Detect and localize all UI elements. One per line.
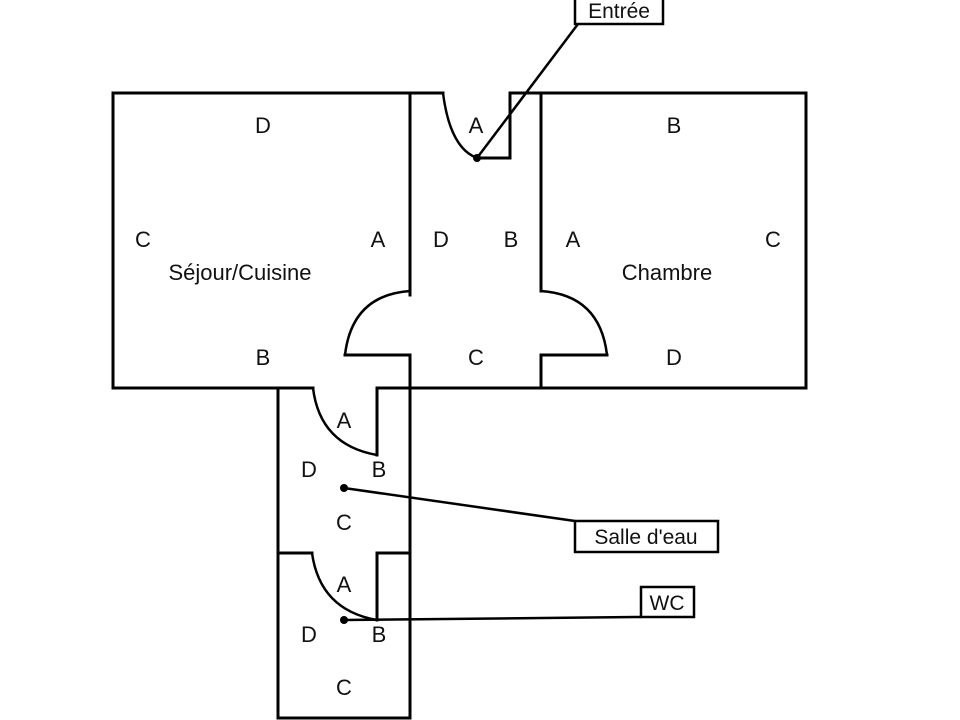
sejour-door-swing [343,289,411,356]
hall-wall-label: C [468,345,484,370]
chambre-walls [539,91,808,390]
sejour-room-name: Séjour/Cuisine [168,260,311,285]
entree-door-swing [441,92,478,160]
chambre-wall-label: D [666,345,682,370]
wc-dot [340,616,348,624]
salle-eau-door-swing [311,387,378,457]
wc-door-swing [310,552,378,622]
hall-wall-label: A [469,113,484,138]
wc-callout-label: WC [650,592,685,615]
wc-wall-label: A [337,572,352,597]
doors [310,92,609,622]
wc-leader [343,615,642,622]
salle-eau-wall-label: D [301,457,317,482]
sejour-wall-label: D [255,113,271,138]
wc-top-wall [276,551,412,622]
sejour-walls [111,91,412,390]
salle-eau-dot [340,484,348,492]
chambre-wall-label: C [765,227,781,252]
wc-wall-label: C [336,675,352,700]
wall-labels: D C A B A D B C B A C D A D B C A D B C [135,113,781,700]
salle-eau-leader [343,486,576,523]
entree-leader [476,23,579,159]
salle-eau-callout: Salle d'eau [573,519,720,554]
walls [111,91,808,720]
chambre-wall-label: A [566,227,581,252]
chambre-door-swing [540,289,609,356]
chambre-room-name: Chambre [622,260,712,285]
sejour-wall-label: C [135,227,151,252]
entree-dot [473,154,481,162]
salle-eau-wall-label: C [336,510,352,535]
wc-callout: WC [639,585,696,619]
hall-wall-label: B [504,227,519,252]
salle-eau-callout-label: Salle d'eau [594,526,697,549]
entree-callout-label: Entrée [588,0,650,23]
leaders [340,23,642,624]
salle-eau-wall-label: B [372,457,387,482]
chambre-wall-label: B [667,113,682,138]
wc-wall-label: B [372,622,387,647]
sejour-wall-label: A [371,227,386,252]
salle-eau-wall-label: A [337,408,352,433]
wc-wall-label: D [301,622,317,647]
sejour-wall-label: B [256,345,271,370]
entree-callout: Entrée [573,0,665,26]
hall-wall-label: D [433,227,449,252]
